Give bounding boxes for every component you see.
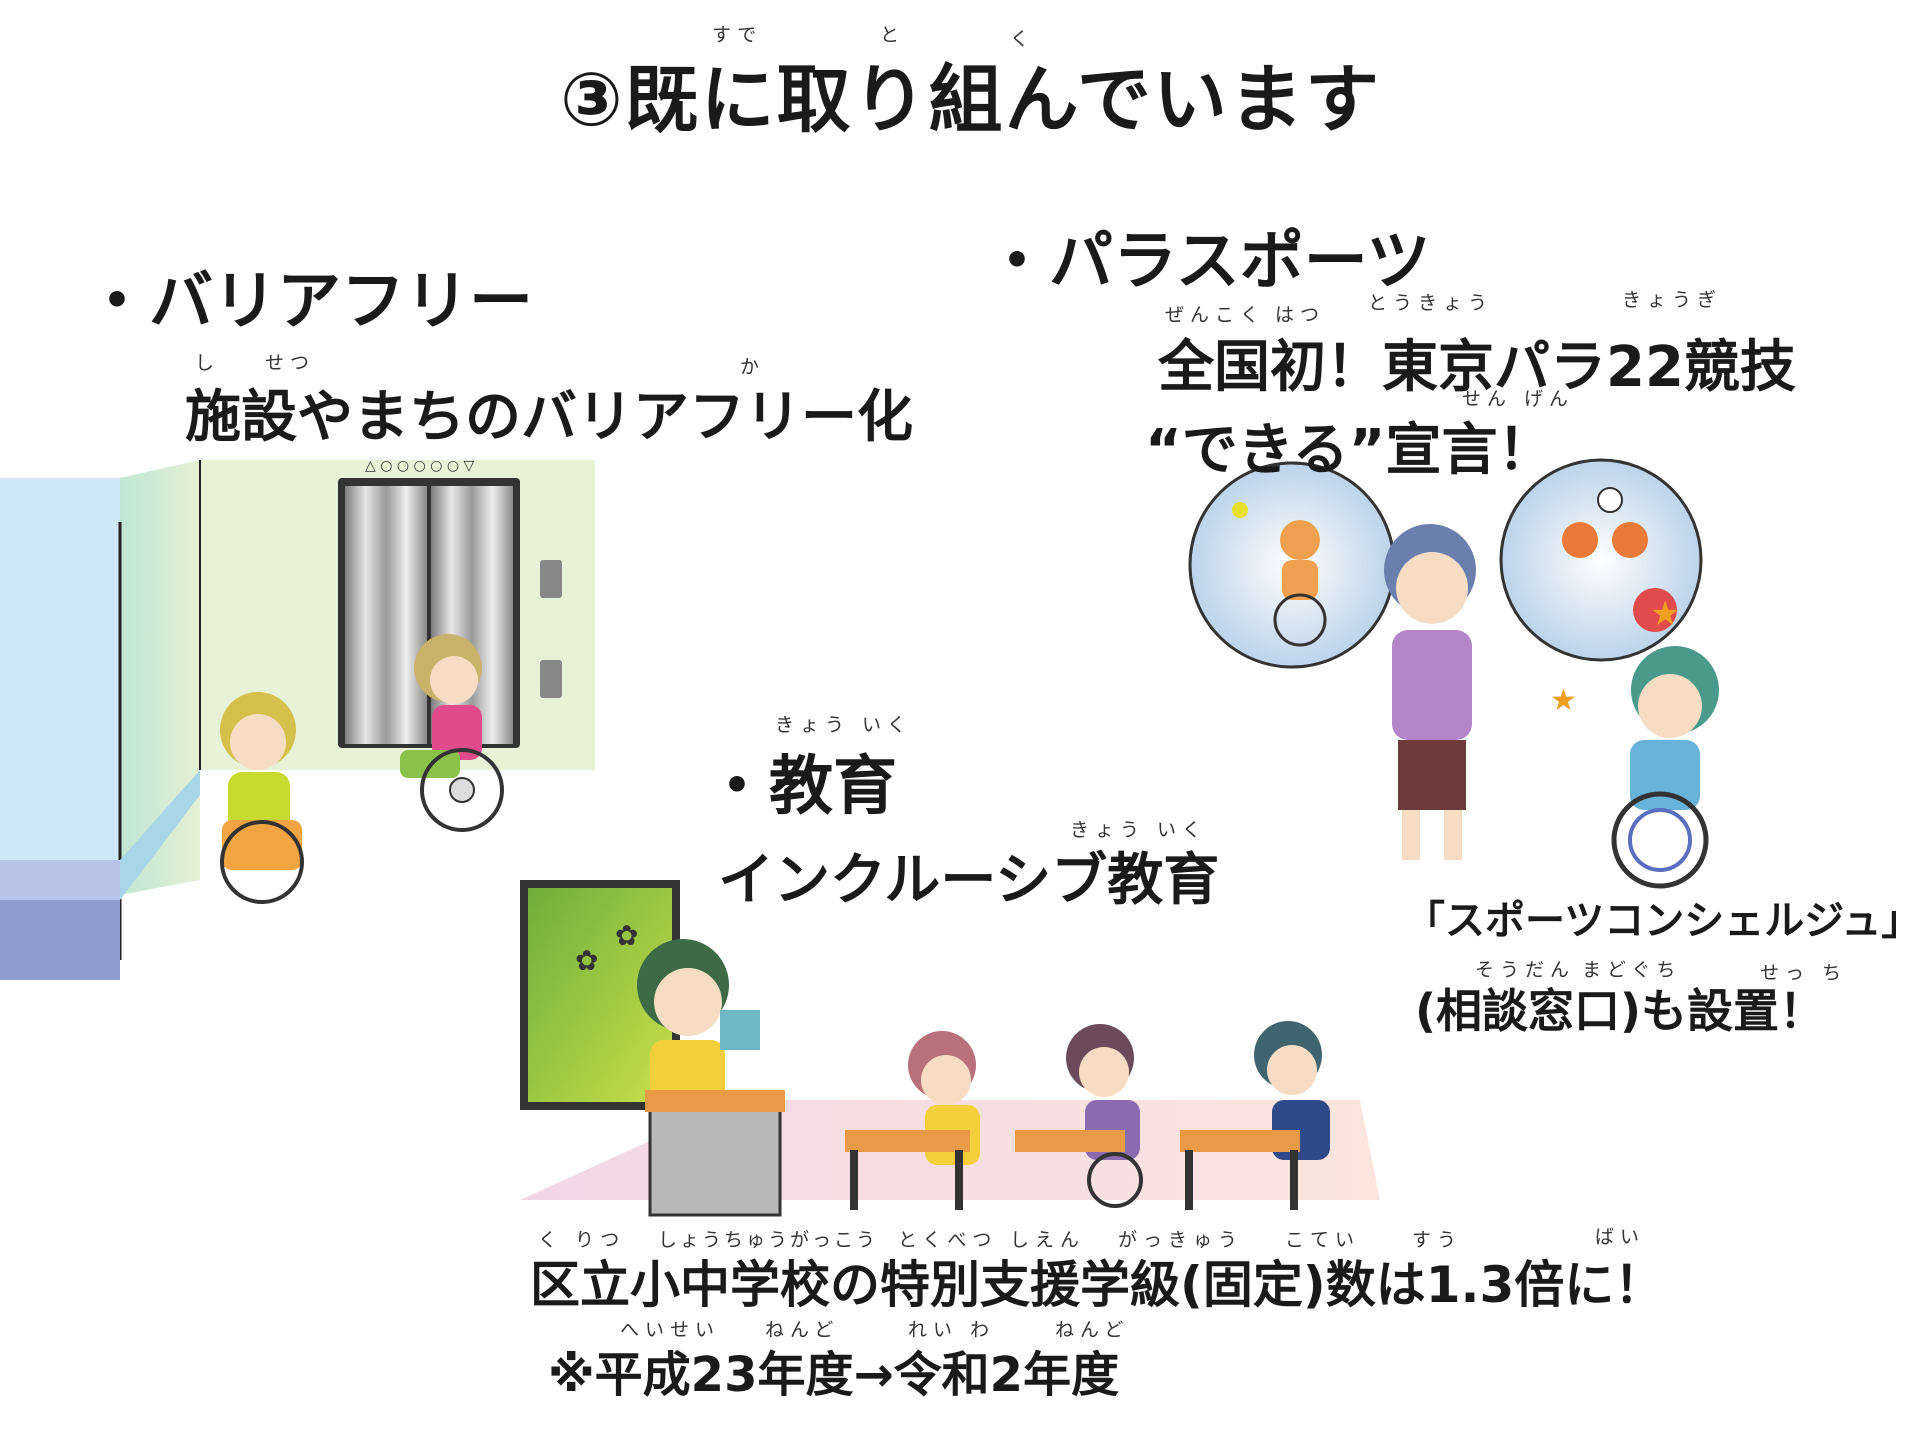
- svg-text:△ ○ ○ ○ ○ ○ ▽: △ ○ ○ ○ ○ ○ ▽: [365, 458, 475, 474]
- svg-text:✿: ✿: [575, 944, 598, 977]
- para-sports-ruby-toukyou: とうきょう: [1368, 292, 1494, 314]
- barrier-free-ruby-shi: し: [195, 352, 221, 374]
- classroom-scene: ✿ ✿: [520, 880, 1380, 1217]
- title-ruby-ku: く: [1010, 28, 1036, 50]
- education-ruby-kyouiku: きょう いく: [775, 714, 913, 736]
- page-title: ③既に取り組んでいます: [560, 40, 1381, 147]
- concierge-ruby-soudan: そうだん: [1475, 959, 1576, 981]
- concierge-ruby-madoguchi: まどぐち: [1582, 959, 1682, 981]
- education-ruby-kuritsu: く りつ: [538, 1229, 626, 1251]
- education-result: 区立小中学校の特別支援学級(固定)数は1.3倍に！: [530, 1256, 1665, 1314]
- para-sports-line2: “できる”宣言！: [1145, 418, 1554, 483]
- concierge-ruby-secchi: せっ ち: [1760, 962, 1848, 984]
- svg-text:★: ★: [1650, 594, 1680, 634]
- para-sports-ruby-kyougi: きょうぎ: [1622, 289, 1723, 311]
- para-sports-ruby-zenkoku: ぜんこく: [1165, 304, 1266, 326]
- barrier-free-heading: ・バリアフリー: [85, 265, 533, 339]
- title-ruby-to: と: [880, 24, 906, 46]
- education-ruby-tokubetsu: とくべつ: [898, 1229, 998, 1251]
- education-ruby-suu: すう: [1412, 1229, 1463, 1251]
- para-sports-scene: ★ ★: [1188, 458, 1719, 889]
- education-note: ※平成23年度→令和2年度: [548, 1347, 1120, 1403]
- education-ruby-shouchuu: しょうちゅうがっこう: [658, 1229, 879, 1251]
- title-ruby-sude: すで: [712, 24, 763, 46]
- education-ruby-shien: しえん: [1010, 1229, 1086, 1251]
- education-ruby-heisei: へいせい: [620, 1319, 721, 1341]
- concierge-line2: (相談窓口)も設置！: [1415, 984, 1826, 1038]
- education-heading: ・教育: [705, 750, 897, 824]
- education-ruby-reiwa: れい わ: [908, 1319, 996, 1341]
- barrier-free-ruby-ka: か: [740, 356, 766, 378]
- barrier-free-ruby-setsu: せつ: [265, 352, 316, 374]
- barrier-free-subheading: 施設やまちのバリアフリー化: [185, 385, 913, 450]
- para-sports-ruby-sengen: せん げん: [1462, 388, 1575, 410]
- svg-text:✿: ✿: [615, 919, 638, 952]
- education-ruby-bai: ばい: [1595, 1226, 1646, 1248]
- education-ruby-nendo2: ねんど: [1055, 1319, 1130, 1341]
- education-ruby-kyouiku2: きょう いく: [1070, 819, 1208, 841]
- para-sports-line1: 全国初！東京パラ22競技: [1158, 335, 1796, 400]
- svg-text:★: ★: [1550, 683, 1577, 718]
- education-subheading: インクルーシブ教育: [718, 848, 1220, 913]
- title-number: ③: [560, 57, 625, 143]
- para-sports-ruby-hatsu: はつ: [1275, 304, 1326, 326]
- elevator-hall-scene: △ ○ ○ ○ ○ ○ ▽: [0, 458, 595, 980]
- para-sports-heading: ・パラスポーツ: [985, 225, 1431, 299]
- education-ruby-gakkyuu: がっきゅう: [1118, 1229, 1244, 1251]
- concierge-line1: 「スポーツコンシェルジュ」: [1405, 898, 1920, 944]
- title-text: 既に取り組んでいます: [624, 57, 1381, 143]
- education-ruby-kotei: こてい: [1285, 1229, 1361, 1251]
- education-ruby-nendo: ねんど: [765, 1319, 840, 1341]
